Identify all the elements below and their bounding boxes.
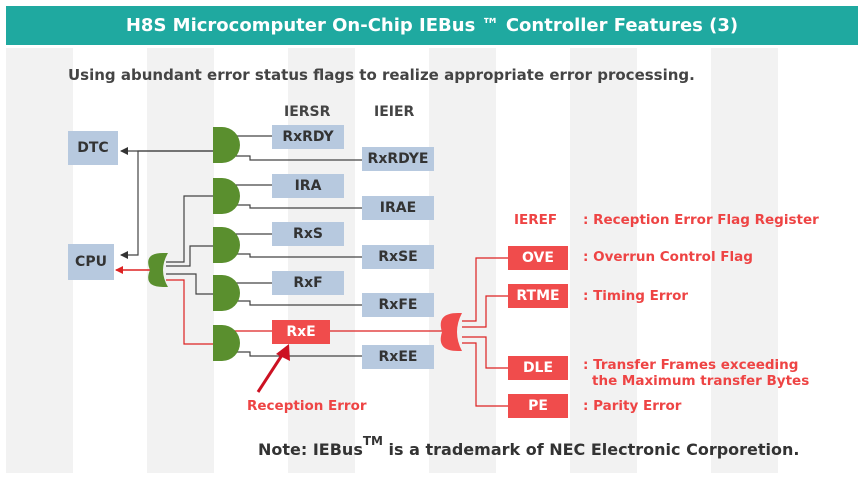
flag-label: RxRDYE [367, 151, 429, 167]
flag-rtme: RTME [508, 284, 568, 308]
flag-rxfe: RxFE [362, 293, 434, 317]
flag-label: RxEE [378, 349, 418, 365]
reception-error-pointer-head [276, 344, 290, 361]
and-gate-rxe [213, 325, 240, 361]
title-banner: H8S Microcomputer On-Chip IEBus ™ Contro… [6, 6, 858, 45]
flag-rxe: RxE [272, 320, 330, 344]
cpu-box: CPU [68, 244, 114, 280]
column-header-ieier: IEIER [374, 104, 415, 120]
flag-label: DLE [522, 360, 554, 376]
flag-label: RxSE [378, 249, 418, 265]
ove-description: : Overrun Control Flag [583, 249, 753, 265]
dle-description: : Transfer Frames exceeding [583, 357, 799, 373]
dtc-box: DTC [68, 131, 118, 165]
flag-pe: PE [508, 394, 568, 418]
reception-error-pointer-line [256, 351, 286, 393]
page-title: H8S Microcomputer On-Chip IEBus ™ Contro… [125, 15, 739, 36]
trademark-note: Note: IEBusTM is a trademark of NEC Elec… [258, 434, 800, 459]
reception-error-annotation: Reception Error [247, 398, 367, 414]
flag-label: RxFE [378, 297, 418, 313]
flag-label: PE [528, 398, 548, 414]
bg-stripe [570, 48, 637, 473]
dtc-to-cpu-wire [120, 150, 213, 259]
column-header-iersr: IERSR [284, 104, 331, 120]
flag-label: OVE [522, 250, 554, 266]
or-gate-reception-error [440, 313, 462, 351]
note-suffix: is a trademark of NEC Electronic Corpore… [382, 440, 800, 459]
rtme-description: : Timing Error [583, 288, 689, 304]
cpu-label: CPU [75, 254, 107, 270]
flag-rxrdy: RxRDY [272, 125, 344, 149]
bg-stripe [288, 48, 355, 473]
flag-label: RxE [286, 324, 316, 340]
flag-label: RxRDY [282, 129, 334, 145]
wire-ira-gate [166, 195, 213, 263]
and-gate-ira [213, 178, 240, 214]
flag-label: IRAE [379, 200, 417, 216]
flag-rxrdye: RxRDYE [362, 147, 434, 171]
and-gate-rxrdy [213, 127, 240, 163]
flag-label: RxF [293, 275, 323, 291]
wire-rxe-gate [166, 279, 213, 345]
flag-rxee: RxEE [362, 345, 434, 369]
flag-irae: IRAE [362, 196, 434, 220]
or-gate-cpu [148, 253, 168, 287]
note-prefix: Note: IEBus [258, 440, 363, 459]
flag-rxse: RxSE [362, 245, 434, 269]
and-gate-rxs [213, 227, 240, 263]
pe-description: : Parity Error [583, 398, 682, 414]
wire-rxs-gate [166, 245, 213, 267]
flag-ove: OVE [508, 246, 568, 270]
dtc-label: DTC [77, 140, 109, 156]
flag-label: RTME [516, 288, 560, 304]
subtitle: Using abundant error status flags to rea… [68, 66, 695, 84]
bg-stripe [6, 48, 73, 473]
flag-ira: IRA [272, 174, 344, 198]
flag-rxf: RxF [272, 271, 344, 295]
flag-label: IRA [294, 178, 322, 194]
and-gate-rxf [213, 275, 240, 311]
ieref-label: IEREF [514, 212, 558, 228]
wire-rxf-gate [166, 273, 213, 295]
flag-dle: DLE [508, 356, 568, 380]
bg-stripe [429, 48, 496, 473]
note-tm: TM [362, 434, 383, 448]
flag-label: RxS [293, 226, 323, 242]
ieref-description: : Reception Error Flag Register [583, 212, 819, 228]
dle-description-line2: the Maximum transfer Bytes [592, 373, 810, 389]
flag-rxs: RxS [272, 222, 344, 246]
bg-stripe [711, 48, 778, 473]
